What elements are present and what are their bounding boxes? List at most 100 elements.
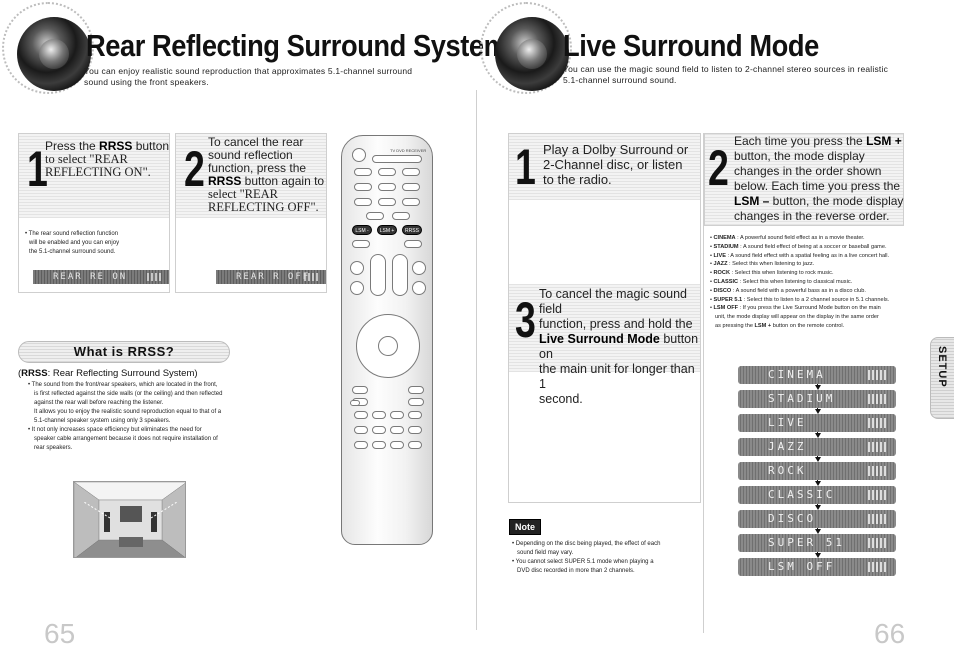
mode-text-part: button on the remote control. — [771, 322, 845, 329]
step-shade — [509, 284, 700, 372]
step-text-line: 2-Channel disc, or listen — [543, 157, 683, 172]
mode-name: ROCK — [713, 270, 730, 277]
remote-button[interactable] — [372, 426, 386, 434]
remote-button[interactable] — [402, 198, 420, 206]
page-title-left: Rear Reflecting Surround System — [86, 28, 508, 63]
power-button[interactable] — [352, 148, 366, 162]
lcd-display: REAR RE ON — [33, 270, 169, 284]
rrss-button[interactable]: RRSS — [402, 225, 422, 235]
remote-button[interactable] — [352, 240, 370, 248]
mode-name: JAZZ — [713, 261, 728, 268]
step-box-1-right: 1 Play a Dolby Surround or 2-Channel dis… — [508, 133, 701, 283]
remote-button[interactable] — [402, 168, 420, 176]
mode-bar-label: LSM OFF — [768, 560, 836, 573]
remote-button[interactable] — [412, 281, 426, 295]
step-text-line: to select "REAR — [45, 152, 128, 166]
remote-button[interactable] — [408, 386, 424, 394]
step-shade — [509, 134, 700, 200]
step-text-line: select "REAR — [208, 187, 279, 201]
rrss-heading-part: : Rear Reflecting Surround System) — [47, 368, 198, 379]
setup-tab-label: SETUP — [936, 346, 948, 388]
remote-button[interactable] — [402, 183, 420, 191]
enter-button[interactable] — [378, 336, 398, 356]
subtitle-left: You can enjoy realistic sound reproducti… — [84, 66, 412, 87]
mode-bar-dots — [868, 562, 886, 572]
remote-button[interactable] — [372, 441, 386, 449]
step-text-part: button on — [539, 332, 699, 361]
step-box-2-right: 2 Each time you press the LSM + button, … — [704, 133, 904, 229]
remote-button[interactable] — [404, 240, 422, 248]
remote-button[interactable] — [408, 426, 422, 434]
remote-button[interactable] — [412, 261, 426, 275]
remote-button[interactable] — [354, 426, 368, 434]
step-text-line: below. Each time you press the — [734, 179, 901, 193]
remote-button[interactable] — [372, 411, 386, 419]
mode-text: : A sound field with a powerful bass as … — [731, 287, 866, 294]
remote-button[interactable] — [350, 261, 364, 275]
down-arrow-icon — [814, 385, 821, 390]
what-is-rrss-pill: What is RRSS? — [18, 341, 230, 363]
remote-button[interactable] — [366, 212, 384, 220]
subtitle-line: sound using the front speakers. — [84, 76, 209, 87]
remote-button[interactable] — [354, 441, 368, 449]
remote-button[interactable] — [390, 441, 404, 449]
note-line: • The rear sound reflection function — [25, 231, 119, 237]
mode-bar: LIVE — [738, 414, 896, 432]
remote-button[interactable] — [378, 168, 396, 176]
note-text: • Depending on the disc being played, th… — [512, 540, 702, 576]
setup-tab[interactable]: SETUP — [930, 337, 954, 419]
mode-bar-dots — [868, 514, 886, 524]
down-arrow-icon — [814, 553, 821, 558]
remote-button[interactable] — [390, 411, 404, 419]
lsm-keyword: LSM + — [866, 134, 902, 148]
mode-switch[interactable] — [372, 155, 422, 163]
remote-button[interactable] — [354, 411, 368, 419]
rrss-line: • It not only increases space efficiency… — [28, 427, 202, 433]
page-title-right: Live Surround Mode — [563, 28, 819, 63]
step-text-line: the main unit for longer than 1 — [539, 362, 695, 391]
step-text-line: to the radio. — [543, 172, 612, 187]
rrss-line: • The sound from the front/rear speakers… — [28, 382, 218, 388]
remote-button[interactable] — [352, 386, 368, 394]
tuning-rocker[interactable] — [392, 254, 408, 296]
rrss-heading: (RRSS: Rear Reflecting Surround System) — [18, 368, 198, 379]
remote-button[interactable] — [408, 441, 422, 449]
remote-button[interactable] — [378, 198, 396, 206]
remote-button[interactable] — [392, 212, 410, 220]
step-box-2-left: 2 To cancel the rear sound reflection fu… — [175, 133, 327, 293]
remote-button[interactable] — [408, 398, 424, 406]
lsm-plus-button[interactable]: LSM + — [377, 225, 397, 235]
mode-bar: STADIUM — [738, 390, 896, 408]
mode-name: LSM OFF — [713, 305, 739, 312]
remote-button[interactable] — [350, 400, 360, 406]
remote-button[interactable] — [408, 411, 422, 419]
step-text: To cancel the rear sound reflection func… — [208, 136, 328, 214]
lsm-minus-button[interactable]: LSM - — [352, 225, 372, 235]
note-badge: Note — [509, 519, 541, 535]
volume-rocker[interactable] — [370, 254, 386, 296]
subtitle-line: 5.1-channel surround sound. — [563, 74, 677, 85]
remote-button[interactable] — [378, 183, 396, 191]
mode-text: : A sound field effect of being at a soc… — [738, 243, 887, 250]
remote-button[interactable] — [354, 168, 372, 176]
lcd-text: REAR R OFF — [236, 272, 311, 282]
note-line: DVD disc recorded in more than 2 channel… — [517, 568, 635, 574]
remote-button[interactable] — [354, 183, 372, 191]
mode-bar-dots — [868, 418, 886, 428]
mode-bar-dots — [868, 466, 886, 476]
step-text-line: changes in the reverse order. — [734, 209, 890, 223]
remote-button[interactable] — [390, 426, 404, 434]
mode-bar: CINEMA — [738, 366, 896, 384]
rrss-line: rear speakers. — [34, 445, 73, 451]
step-text-line: REFLECTING OFF". — [208, 200, 319, 214]
mode-bar: SUPER 51 — [738, 534, 896, 552]
lsm-keyword: LSM + — [754, 322, 772, 329]
remote-button[interactable] — [354, 198, 372, 206]
room-illustration — [73, 481, 186, 558]
remote-button[interactable] — [350, 281, 364, 295]
step-text-line: button, the mode display — [734, 149, 865, 163]
down-arrow-icon — [814, 457, 821, 462]
mode-bar-dots — [868, 538, 886, 548]
rrss-heading-part: ( — [18, 368, 22, 379]
down-arrow-icon — [814, 529, 821, 534]
